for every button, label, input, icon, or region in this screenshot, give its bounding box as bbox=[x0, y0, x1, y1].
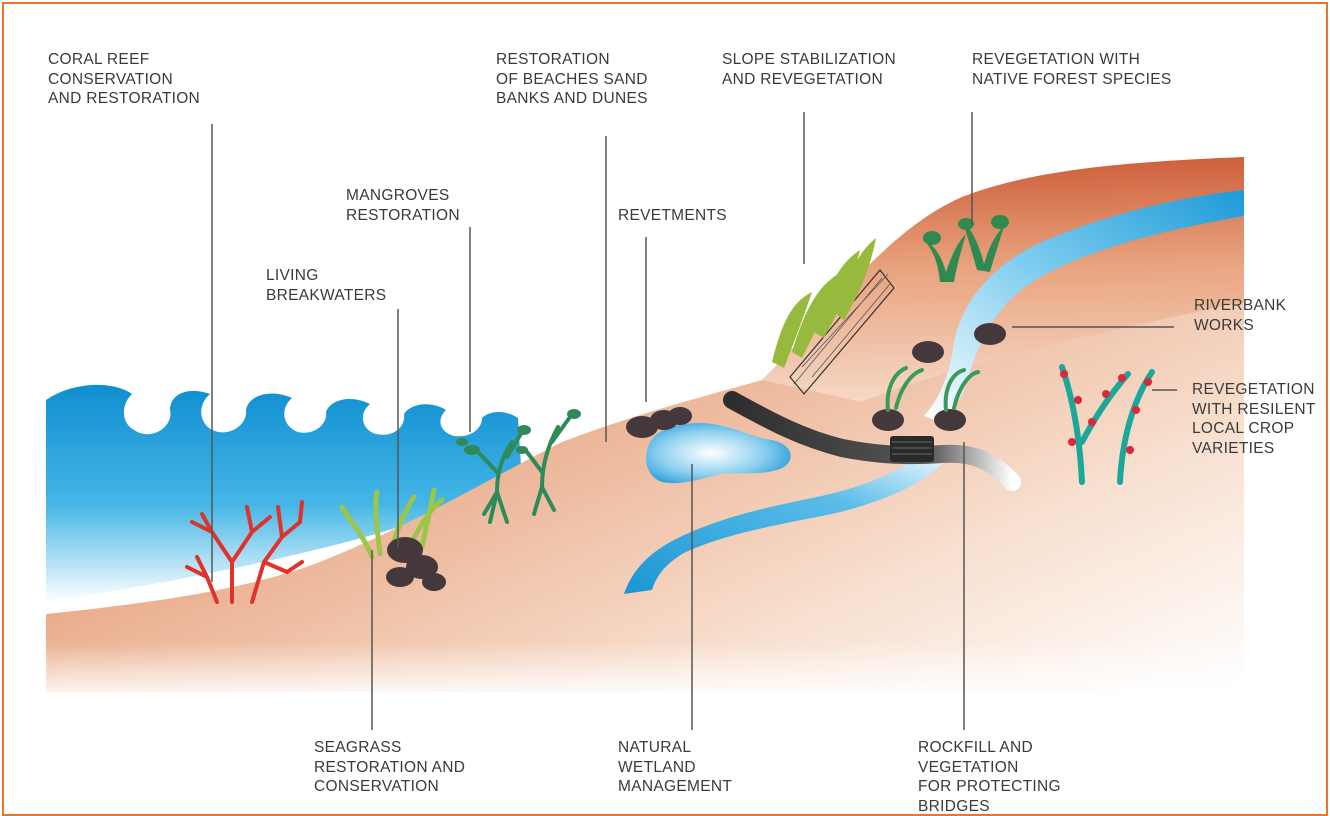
label-beach-restoration: RESTORATIONOF BEACHES SANDBANKS AND DUNE… bbox=[496, 50, 648, 109]
label-seagrass: SEAGRASSRESTORATION ANDCONSERVATION bbox=[314, 738, 465, 797]
label-living-breakwaters: LIVINGBREAKWATERS bbox=[266, 266, 386, 305]
bridge-icon bbox=[890, 436, 934, 462]
label-wetland: NATURALWETLANDMANAGEMENT bbox=[618, 738, 732, 797]
label-revetments: REVETMENTS bbox=[618, 206, 727, 226]
label-coral-reef: CORAL REEFCONSERVATIONAND RESTORATION bbox=[48, 50, 200, 109]
label-native-forest: REVEGETATION WITHNATIVE FOREST SPECIES bbox=[972, 50, 1172, 89]
label-slope-stabilization: SLOPE STABILIZATIONAND REVEGETATION bbox=[722, 50, 896, 89]
label-rockfill: ROCKFILL ANDVEGETATIONFOR PROTECTINGBRID… bbox=[918, 738, 1061, 816]
label-riverbank-works: RIVERBANKWORKS bbox=[1194, 296, 1286, 335]
wave-highlight bbox=[124, 394, 166, 430]
label-mangroves: MANGROVESRESTORATION bbox=[346, 186, 460, 225]
coastal-scene bbox=[4, 4, 1326, 814]
land-fade bbox=[46, 642, 1244, 702]
label-crop-varieties: REVEGETATIONWITH RESILENTLOCAL CROPVARIE… bbox=[1192, 380, 1316, 458]
